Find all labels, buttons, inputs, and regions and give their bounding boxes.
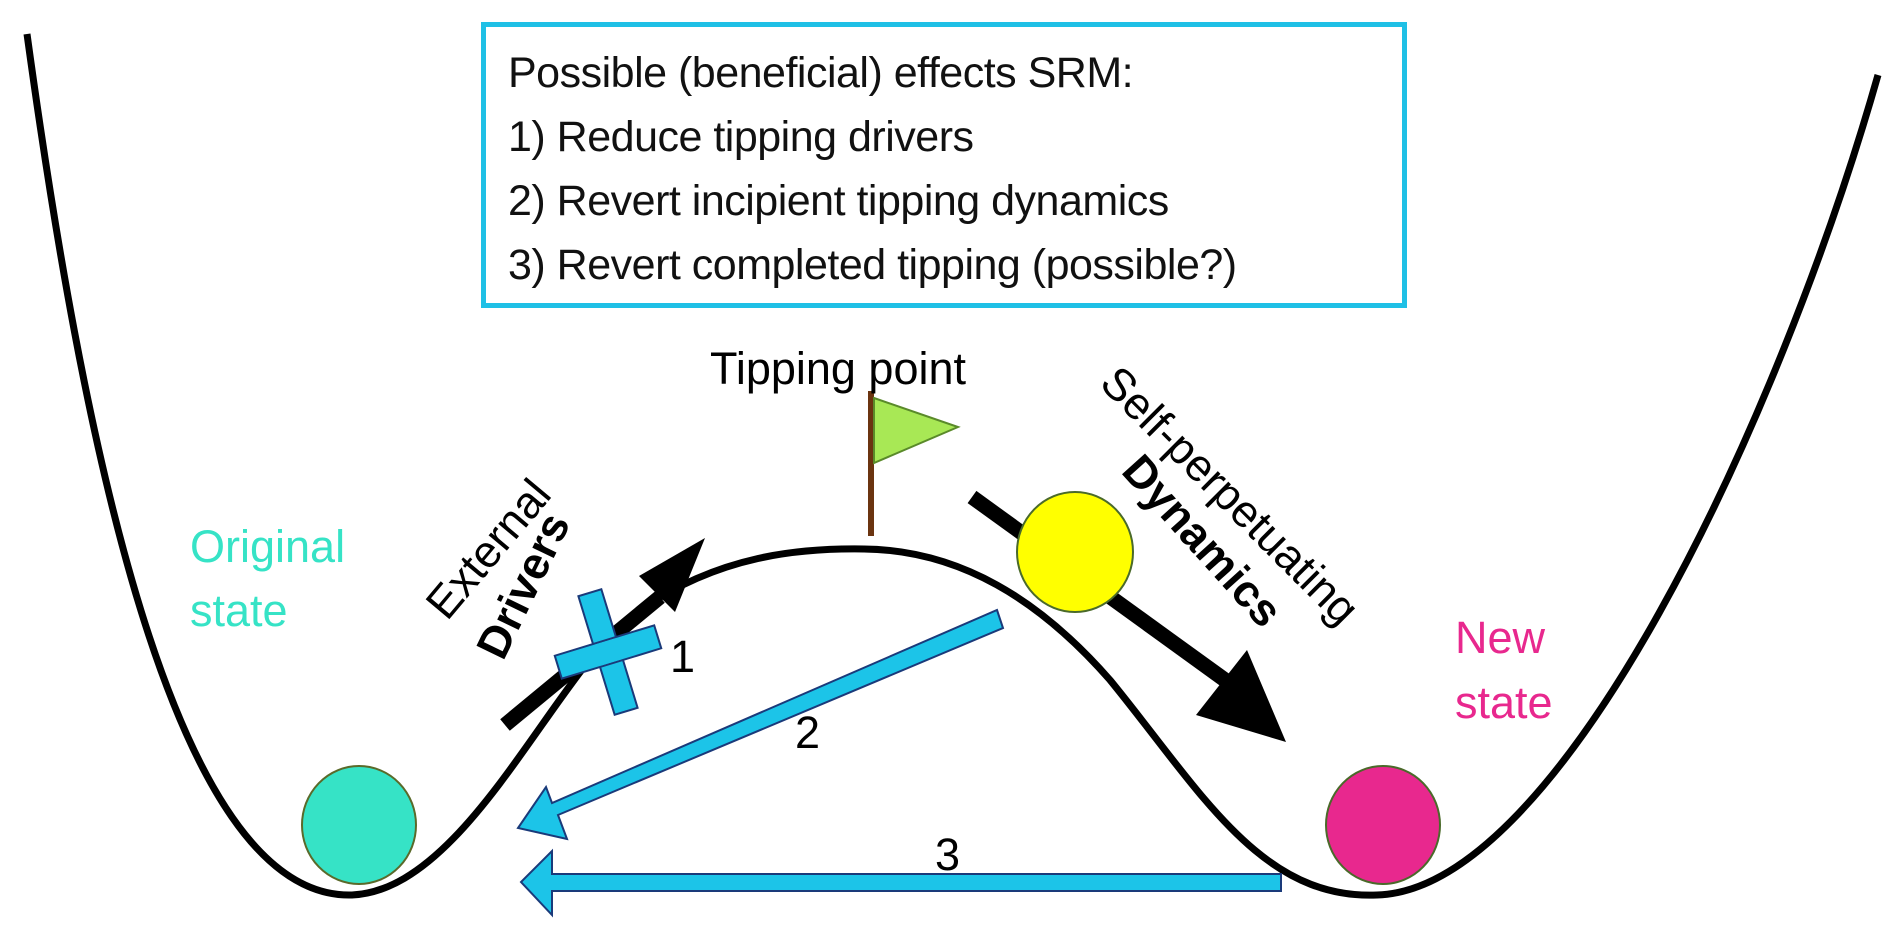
srm-effect-item: 2) Revert incipient tipping dynamics (508, 177, 1169, 225)
srm-effect-item: 3) Revert completed tipping (possible?) (508, 241, 1237, 289)
intervention-3-arrow (519, 848, 1282, 918)
intervention-1-cross-icon (553, 587, 663, 717)
original-state-ball (301, 765, 417, 885)
arrow-3-number: 3 (935, 829, 960, 880)
original-state-label-line1: Original (190, 521, 345, 572)
srm-effects-title: Possible (beneficial) effects SRM: (508, 49, 1134, 97)
new-state-label-line2: state (1455, 677, 1553, 728)
arrow-2-number: 2 (795, 707, 820, 758)
original-state-label-line2: state (190, 585, 288, 636)
srm-effects-box: Possible (beneficial) effects SRM: 1) Re… (481, 22, 1407, 308)
srm-effect-item: 1) Reduce tipping drivers (508, 113, 974, 161)
arrow-1-number: 1 (670, 631, 695, 682)
new-state-label-line1: New (1455, 612, 1546, 663)
new-state-ball (1325, 765, 1441, 885)
landscape-curve (23, 33, 1882, 899)
current-state-ball (1016, 491, 1134, 613)
intervention-2-arrow (516, 608, 1005, 841)
flag-icon (873, 396, 961, 465)
tipping-point-label: Tipping point (710, 343, 967, 394)
drivers-arrow-head (639, 538, 705, 612)
dynamics-arrow-head (1196, 650, 1286, 742)
